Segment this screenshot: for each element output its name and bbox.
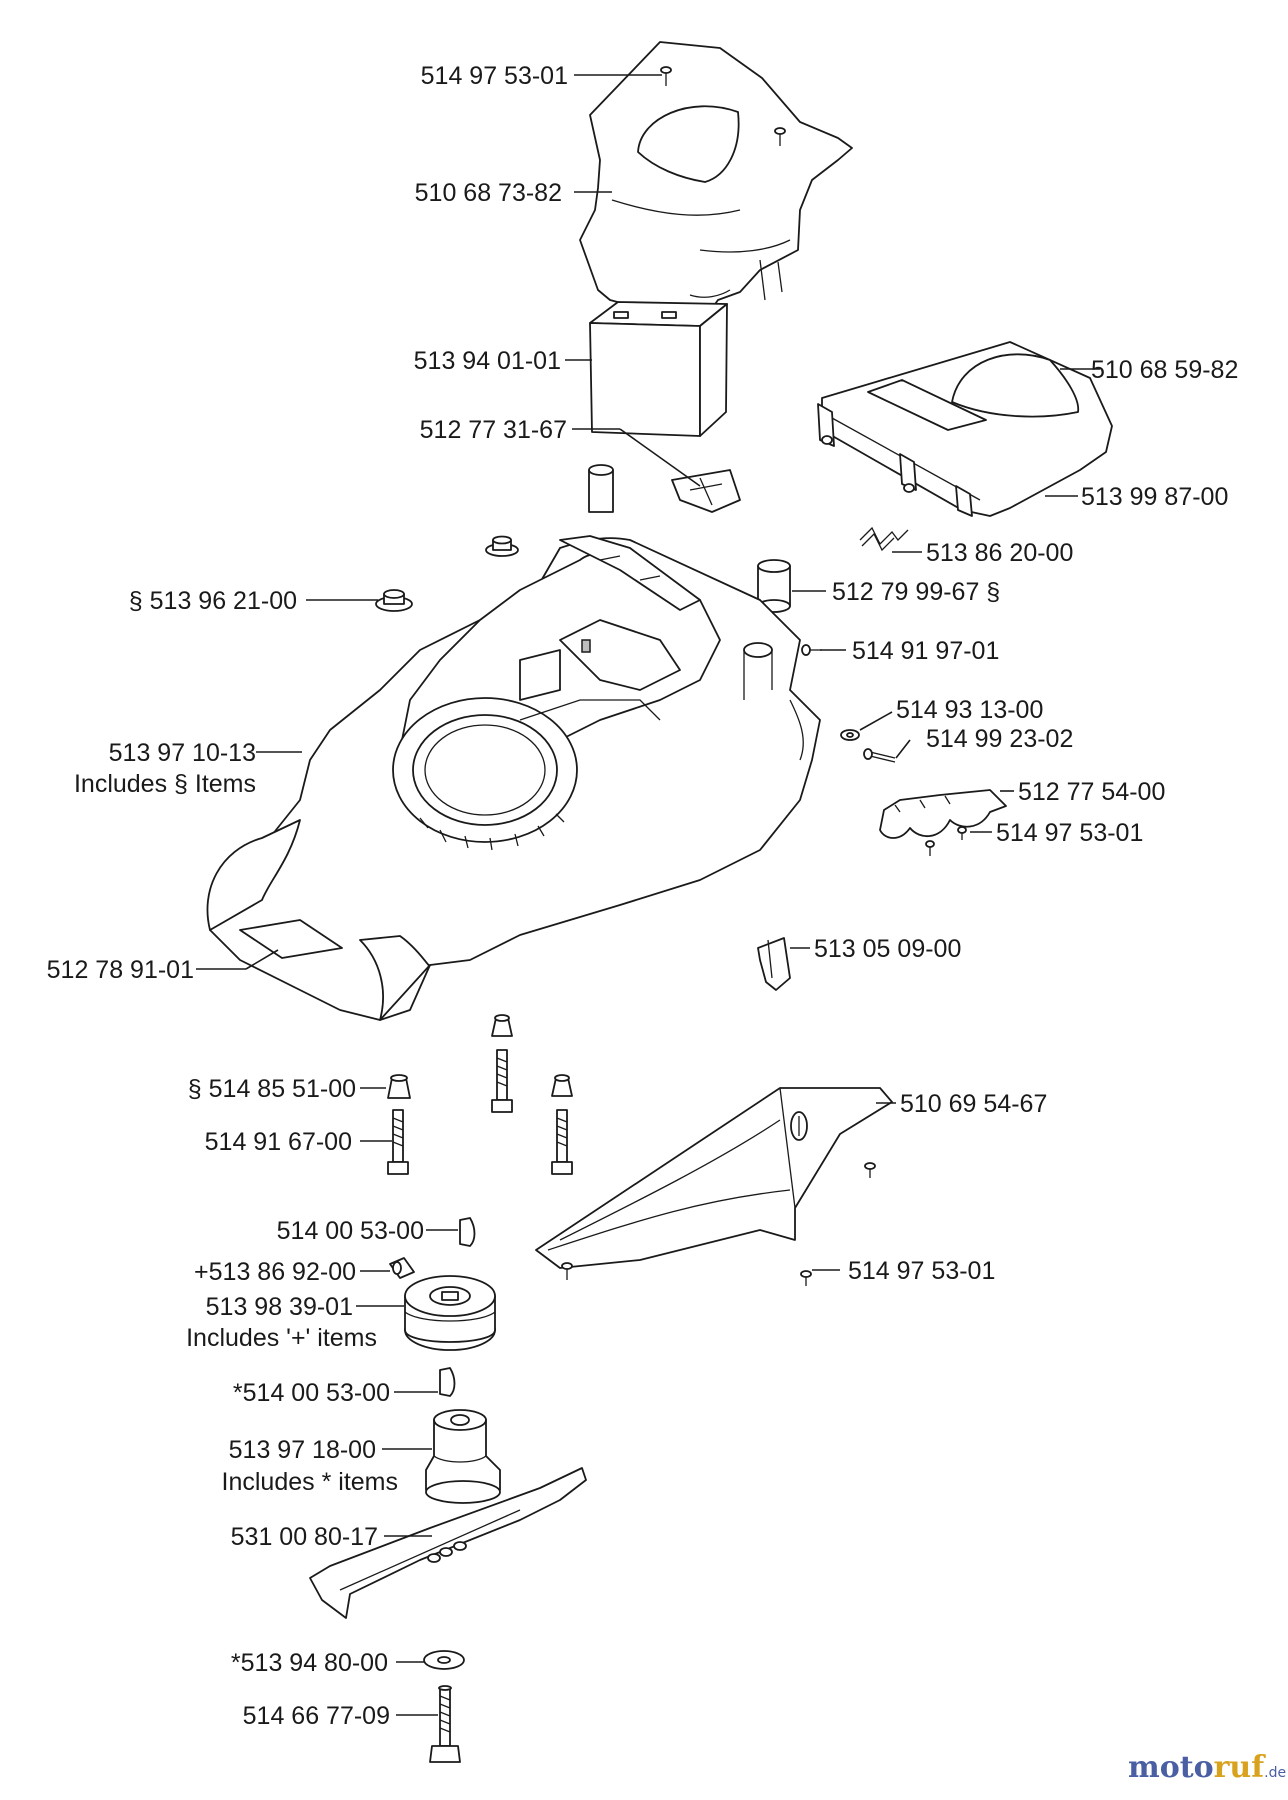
- label-hub-note: Includes * items: [222, 1468, 398, 1496]
- label-comb: 512 77 54-00: [1018, 778, 1165, 806]
- label-deflector-screw: 514 97 53-01: [848, 1257, 995, 1285]
- key-part: [439, 1217, 476, 1397]
- label-washer-side: 514 93 13-00: [896, 696, 1043, 724]
- part-labels: 514 97 53-01 510 68 73-82 513 94 01-01 5…: [47, 62, 1239, 1730]
- side-washer-part: [840, 729, 860, 741]
- label-pin: +513 86 92-00: [194, 1258, 356, 1286]
- label-blade-bolt: 514 66 77-09: [243, 1702, 390, 1730]
- label-bolt: 514 91 67-00: [205, 1128, 352, 1156]
- label-bolt-side: 514 99 23-02: [926, 725, 1073, 753]
- bushing-part: [387, 1014, 573, 1099]
- side-bolt-part: [863, 748, 896, 763]
- label-cover-top: 510 68 73-82: [415, 179, 562, 207]
- deck-bolt-part: [387, 1049, 573, 1175]
- label-hub: 513 97 18-00: [229, 1436, 376, 1464]
- blade-part: [309, 1467, 587, 1619]
- label-screw-side: 514 91 97-01: [852, 637, 999, 665]
- side-screw-part: [801, 644, 822, 656]
- battery-part: [589, 301, 728, 437]
- blade-hub-part: [425, 1409, 501, 1504]
- clip-part: [757, 937, 791, 991]
- label-deck-decal: 512 78 91-01: [47, 956, 194, 984]
- watermark-logo: motoruf.de: [1128, 1750, 1286, 1785]
- label-deck: 513 97 10-13: [109, 739, 256, 767]
- label-key-top: 514 00 53-00: [277, 1217, 424, 1245]
- label-deck-note: Includes § Items: [74, 770, 256, 798]
- deflector-part: [535, 1087, 893, 1269]
- label-rear-cover: 510 68 59-82: [1091, 356, 1238, 384]
- rear-spacer-part: [757, 559, 791, 613]
- blade-washer-part: [423, 1650, 465, 1670]
- rear-cover-part: [817, 341, 1113, 517]
- label-wheel-cap: § 513 96 21-00: [129, 587, 297, 615]
- top-cover-part: [579, 41, 853, 331]
- label-pulley-note: Includes '+' items: [186, 1324, 377, 1352]
- svg-text:motoruf.de: motoruf.de: [1128, 1750, 1286, 1785]
- spring-part: [859, 526, 909, 552]
- pin-part: [389, 1257, 415, 1279]
- blade-bolt-part: [429, 1685, 461, 1763]
- spacer-tube-part: [588, 464, 614, 513]
- deflector-screw-part: [561, 1162, 876, 1286]
- label-comb-screw: 514 97 53-01: [996, 819, 1143, 847]
- label-spring: 513 86 20-00: [926, 539, 1073, 567]
- mower-deck-part: [206, 535, 821, 1021]
- battery-pad-part: [671, 469, 741, 513]
- comb-screw-part: [925, 826, 967, 856]
- label-spacer: 512 79 99-67 §: [832, 578, 1000, 606]
- label-washer: *513 94 80-00: [231, 1649, 388, 1677]
- label-pulley: 513 98 39-01: [206, 1293, 353, 1321]
- label-blade: 531 00 80-17: [231, 1523, 378, 1551]
- label-rear-hinge: 513 99 87-00: [1081, 483, 1228, 511]
- label-screw-top: 514 97 53-01: [421, 62, 568, 90]
- screw-top-part: [660, 66, 786, 146]
- label-clip: 513 05 09-00: [814, 935, 961, 963]
- mulch-comb-part: [879, 789, 1007, 839]
- label-battery: 513 94 01-01: [414, 347, 561, 375]
- label-key-low: *514 00 53-00: [233, 1379, 390, 1407]
- pulley-part: [404, 1275, 496, 1351]
- label-battery-pad: 512 77 31-67: [420, 416, 567, 444]
- leader-lines: [196, 74, 1100, 1716]
- label-bushing: § 514 85 51-00: [188, 1075, 356, 1103]
- label-deflector: 510 69 54-67: [900, 1090, 1047, 1118]
